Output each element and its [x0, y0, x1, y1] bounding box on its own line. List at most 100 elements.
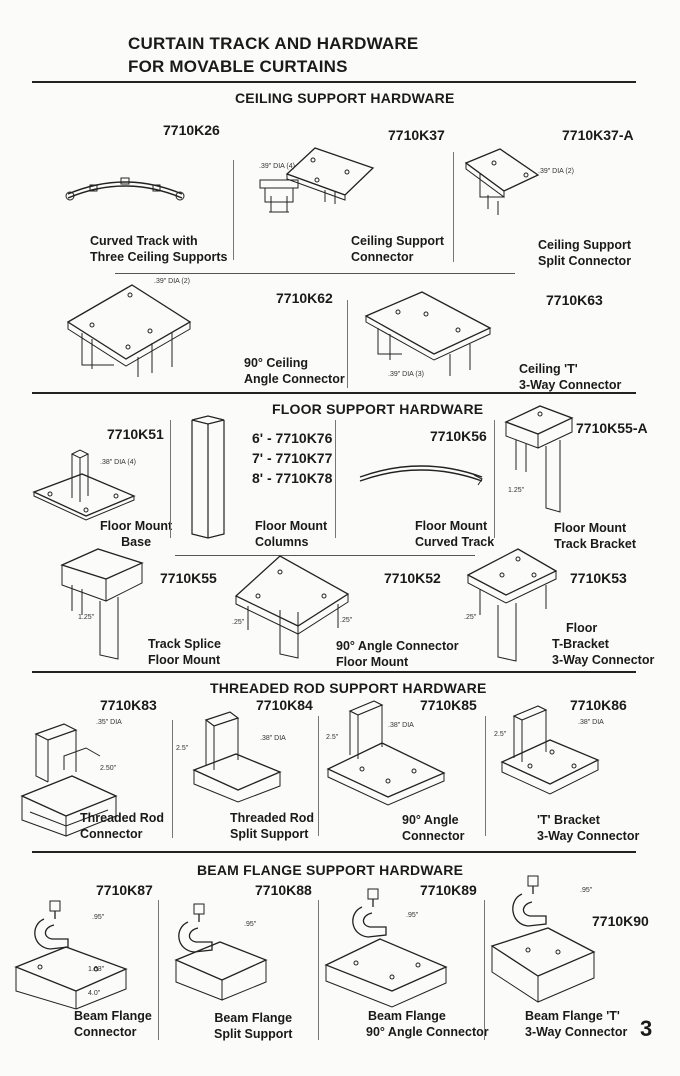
- curved-track-with-three-ceiling-supports-drawing: [60, 168, 190, 208]
- svg-text:.38" DIA: .38" DIA: [260, 735, 286, 742]
- part-number-7710K86: 7710K86: [570, 697, 627, 713]
- floor-t-bracket-3-way-connector-drawing: .25": [464, 545, 562, 665]
- svg-text:.25": .25": [464, 614, 477, 621]
- caption-7710K52: 90° Angle Connector Floor Mount: [336, 638, 459, 670]
- svg-text:1.25": 1.25": [508, 487, 525, 494]
- caption-line: Floor Mount: [415, 519, 488, 533]
- caption-7710K55: Track Splice Floor Mount: [148, 636, 221, 668]
- t-bracket-3-way-connector-drawing: 2.5".38" DIA: [494, 702, 604, 807]
- caption-line: Floor Mount: [100, 519, 173, 533]
- svg-text:1.25": 1.25": [78, 614, 95, 621]
- divider: [318, 716, 319, 836]
- part-number-7710K52: 7710K52: [384, 570, 441, 586]
- caption-line: 3-Way Connector: [525, 1025, 628, 1039]
- caption-7710K51: Floor Mount Base: [100, 518, 172, 550]
- caption-line: 3-Way Connector: [552, 653, 655, 667]
- svg-text:.95": .95": [244, 921, 257, 928]
- divider: [115, 273, 515, 274]
- caption-line: Track Bracket: [554, 537, 637, 551]
- divider: [485, 716, 486, 836]
- caption-7710K56: Floor Mount Curved Track: [415, 518, 494, 550]
- caption-line: Track Splice: [148, 637, 221, 651]
- svg-text:.95": .95": [92, 914, 105, 921]
- svg-text:.35" DIA: .35" DIA: [96, 719, 122, 726]
- section-heading-floor: FLOOR SUPPORT HARDWARE: [272, 401, 484, 417]
- caption-7710K37: Ceiling Support Connector: [351, 233, 444, 265]
- caption-line: Floor Mount: [554, 521, 627, 535]
- caption-line: 90° Ceiling: [244, 356, 309, 370]
- caption-line: Ceiling 'T': [519, 362, 578, 376]
- part-number-7710K76: 6' - 7710K76: [252, 430, 333, 446]
- caption-line: Connector: [80, 827, 143, 841]
- part-number-7710K26: 7710K26: [163, 122, 220, 138]
- caption-line: Floor Mount: [148, 653, 221, 667]
- part-number-7710K85: 7710K85: [420, 697, 477, 713]
- caption-line: Three Ceiling Supports: [90, 250, 228, 264]
- svg-text:.39" DIA (3): .39" DIA (3): [388, 371, 424, 378]
- page-title-line-2: FOR MOVABLE CURTAINS: [128, 57, 348, 76]
- divider: [172, 720, 173, 838]
- beam-flange-split-support-drawing: .95": [168, 900, 278, 1010]
- caption-line: Beam Flange: [368, 1009, 446, 1023]
- caption-line: Threaded Rod: [230, 811, 315, 825]
- caption-line: 'T' Bracket: [537, 813, 600, 827]
- caption-line: 3-Way Connector: [519, 378, 622, 392]
- ceiling-angle-connector-drawing: .39" DIA (2): [62, 278, 197, 382]
- part-number-7710K55: 7710K55: [160, 570, 217, 586]
- caption-line: Curved Track with: [90, 234, 198, 248]
- caption-line: Threaded Rod: [80, 811, 165, 825]
- caption-line: Curved Track: [415, 535, 495, 549]
- ceiling-support-split-connector-drawing: .39" DIA (2): [460, 145, 574, 225]
- threaded-rod-split-support-drawing: 2.5" .38" DIA: [176, 710, 286, 805]
- caption-7710K63: Ceiling 'T' 3-Way Connector: [519, 361, 621, 393]
- divider: [347, 300, 348, 388]
- divider: [335, 420, 336, 538]
- caption-line: Floor Mount: [336, 655, 409, 669]
- part-number-7710K56: 7710K56: [430, 428, 487, 444]
- track-splice-floor-mount-drawing: 1.25": [58, 545, 148, 665]
- caption-line: Base: [121, 535, 152, 549]
- caption-line: 90° Angle: [402, 813, 459, 827]
- svg-text:2.5": 2.5": [326, 734, 339, 741]
- svg-text:.39" DIA (2): .39" DIA (2): [538, 168, 574, 175]
- caption-line: Floor Mount: [255, 519, 328, 533]
- section-heading-threaded-rod: THREADED ROD SUPPORT HARDWARE: [210, 680, 487, 696]
- part-number-7710K53: 7710K53: [570, 570, 627, 586]
- svg-text:.95": .95": [406, 912, 419, 919]
- caption-line: Columns: [255, 535, 309, 549]
- ceiling-t-3-way-connector-drawing: .39" DIA (3): [362, 288, 497, 378]
- divider: [453, 152, 454, 262]
- part-number-7710K84: 7710K84: [256, 697, 313, 713]
- divider: [494, 420, 495, 538]
- caption-7710K84: Threaded Rod Split Support: [230, 810, 314, 842]
- floor-mount-curved-track-drawing: [356, 455, 486, 491]
- part-number-7710K90: 7710K90: [592, 913, 649, 929]
- caption-7710K62: 90° Ceiling Angle Connector: [244, 355, 345, 387]
- divider: [170, 420, 171, 538]
- part-number-7710K78: 8' - 7710K78: [252, 470, 333, 486]
- svg-text:1.63": 1.63": [88, 966, 105, 973]
- caption-line: Split Support: [230, 827, 309, 841]
- beam-flange-connector-drawing: .95"1.63"4.0": [10, 895, 135, 1010]
- part-numbers-columns: 6' - 7710K76 7' - 7710K77 8' - 7710K78: [252, 428, 332, 488]
- part-number-7710K37-A: 7710K37-A: [562, 127, 634, 143]
- caption-7710K26: Curved Track with Three Ceiling Supports: [90, 233, 228, 265]
- part-number-7710K51: 7710K51: [107, 426, 164, 442]
- angle-connector-floor-mount-drawing: .25".25": [232, 550, 353, 660]
- caption-line: Floor: [566, 621, 598, 635]
- caption-line: Angle Connector: [244, 372, 345, 386]
- floor-mount-track-bracket-drawing: 1.25": [500, 400, 578, 515]
- svg-text:2.5": 2.5": [176, 745, 189, 752]
- svg-text:.95": .95": [580, 887, 593, 894]
- caption-line: Connector: [402, 829, 465, 843]
- page-title-line-1: CURTAIN TRACK AND HARDWARE: [128, 34, 419, 53]
- title-rule: [32, 81, 636, 83]
- caption-7710K37-A: Ceiling Support Split Connector: [538, 237, 631, 269]
- caption-line: Connector: [351, 250, 414, 264]
- svg-text:2.50": 2.50": [100, 765, 117, 772]
- caption-7710K86: 'T' Bracket 3-Way Connector: [537, 812, 639, 844]
- caption-line: T-Bracket: [552, 637, 609, 651]
- caption-line: Beam Flange 'T': [525, 1009, 620, 1023]
- svg-text:.25": .25": [232, 619, 245, 626]
- floor-mount-base-drawing: .38" DIA (4): [30, 440, 136, 530]
